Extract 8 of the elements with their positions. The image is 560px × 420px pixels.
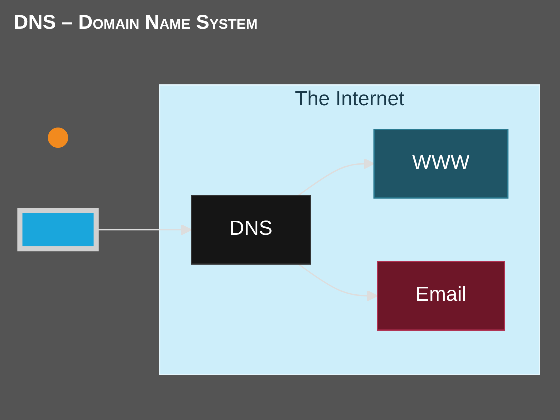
node-person <box>48 128 68 148</box>
arrow <box>298 158 375 196</box>
node-laptop <box>18 208 99 252</box>
node-box: WWW <box>374 129 509 199</box>
node-box: Email <box>377 261 506 331</box>
node-box: DNS <box>191 195 312 265</box>
arrow <box>298 264 378 302</box>
title: DNS – Domain Name System <box>14 12 258 35</box>
